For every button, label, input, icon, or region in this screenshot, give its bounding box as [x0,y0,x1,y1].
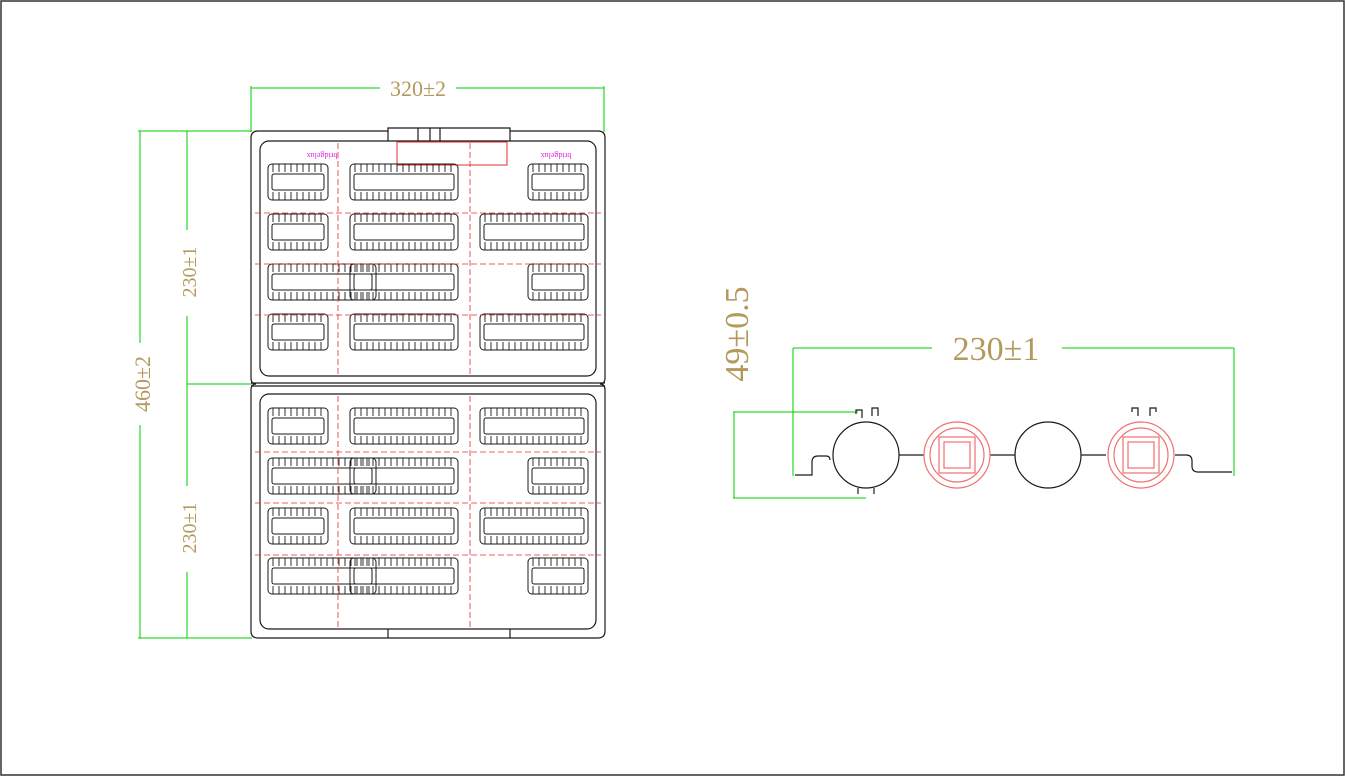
tray-slot [349,263,459,301]
tray-slot [267,213,329,251]
tray-slot [267,457,377,495]
dim-section-height: 49±0.5 [719,286,756,381]
dim-overall-width: 320±2 [390,76,446,101]
tray-slot [349,457,459,495]
label-area [396,141,508,166]
tray-slot [527,557,589,595]
tray-slot [349,407,459,445]
dim-overall-height: 460±2 [130,356,155,412]
tray-top-view: 320±2 460±2 230±1 230±1 bridgelux bridge… [130,76,606,639]
tray-outline [250,127,606,639]
tray-slot [267,407,329,445]
tray-slot [527,163,589,201]
dim-section-length: 230±1 [953,331,1040,368]
tray-slot [349,557,459,595]
upper-panel-slots [267,163,589,351]
tray-slot [349,163,459,201]
section-pcb-parts [923,421,1175,489]
section-profile [795,407,1232,494]
panel-marking-left: bridgelux [307,151,338,160]
panel-marking-right: bridgelux [541,151,572,160]
tray-slot [349,507,459,545]
tray-slot [349,213,459,251]
tray-slot [479,213,589,251]
dim-upper-height: 230±1 [179,247,201,298]
tray-slot [349,313,459,351]
lower-panel-slots [267,407,589,595]
tray-dimension-lines [138,86,605,639]
tray-slot [267,557,377,595]
tray-slot [267,313,329,351]
tray-slot [267,507,329,545]
tray-slot [479,313,589,351]
tray-slot [527,263,589,301]
tray-slot [267,163,329,201]
tray-slot [267,263,377,301]
tray-section-view: 230±1 49±0.5 [719,286,1235,499]
tray-center-lines [255,143,601,627]
tray-slot [527,457,589,495]
tray-slot [479,507,589,545]
section-dimension-lines [733,347,1235,499]
dim-lower-height: 230±1 [179,503,201,554]
tray-slot [479,407,589,445]
